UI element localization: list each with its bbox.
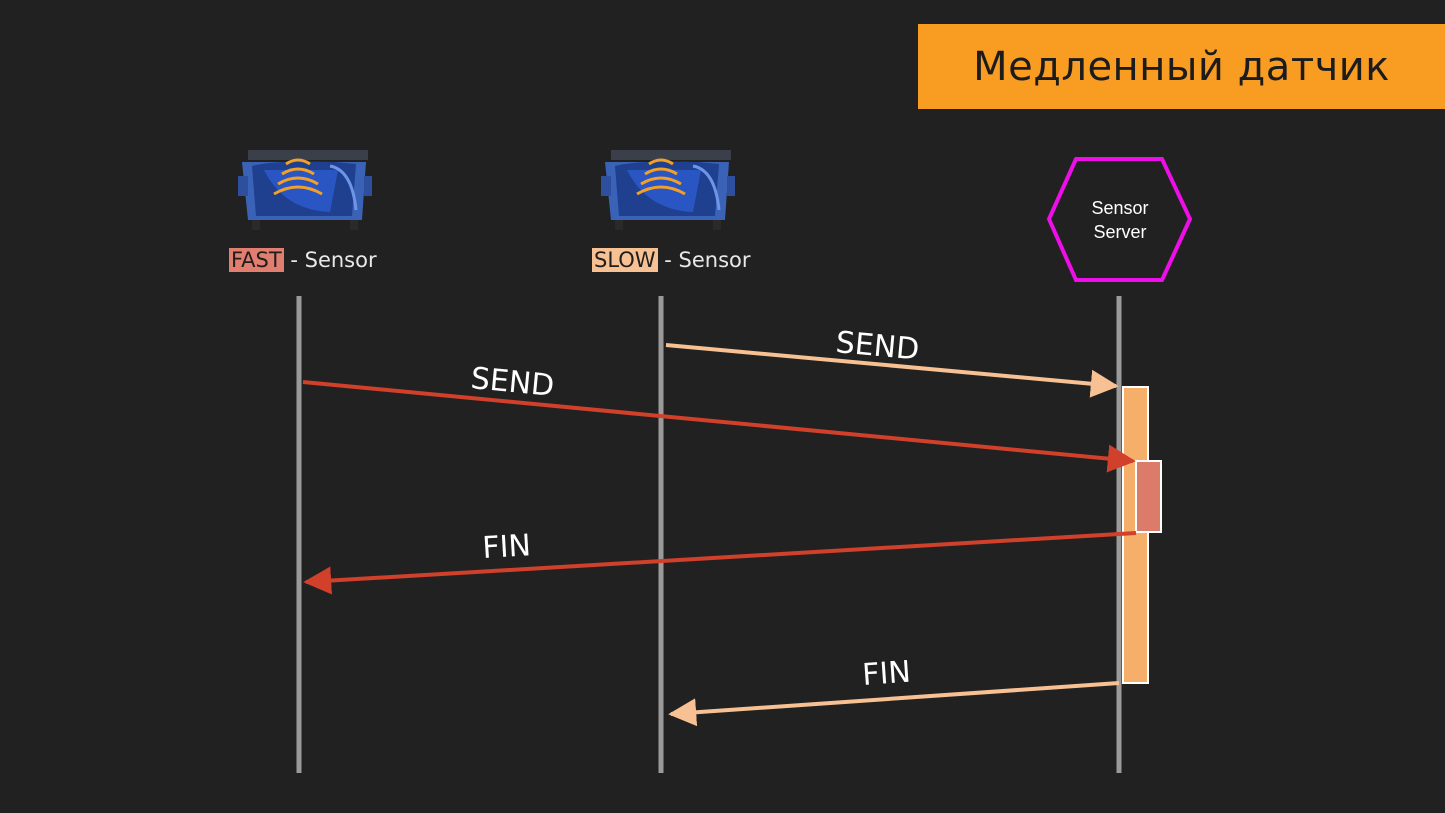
fast-fin-arrow xyxy=(303,531,1137,595)
fast-fin-label: FIN xyxy=(481,528,532,566)
dumpster-sensor-icon xyxy=(238,150,372,230)
server-label-line1: Sensor xyxy=(1091,198,1149,218)
fast-tag: FAST xyxy=(229,248,284,272)
server-label-line2: Server xyxy=(1093,222,1147,242)
slow-fin-arrow xyxy=(668,681,1120,727)
fast-sensor-suffix: - Sensor xyxy=(283,248,377,272)
hexagon-icon xyxy=(1046,157,1193,282)
fast-sensor-label: FAST - Sensor xyxy=(229,247,377,273)
slow-sensor-suffix: - Sensor xyxy=(657,248,751,272)
fast-activation-bar xyxy=(1135,460,1162,533)
slow-sensor-label: SLOW - Sensor xyxy=(592,247,751,273)
slow-fin-label: FIN xyxy=(861,655,912,693)
slow-tag: SLOW xyxy=(592,248,658,272)
server-label: Sensor Server xyxy=(1060,196,1180,244)
slow-send-label: SEND xyxy=(834,325,920,367)
page-title: Медленный датчик xyxy=(973,43,1390,90)
slow-send-arrow xyxy=(665,343,1119,398)
fast-send-arrow xyxy=(302,380,1136,473)
title-banner: Медленный датчик xyxy=(918,24,1445,109)
dumpster-sensor-icon xyxy=(601,150,735,230)
fast-send-label: SEND xyxy=(469,361,555,404)
